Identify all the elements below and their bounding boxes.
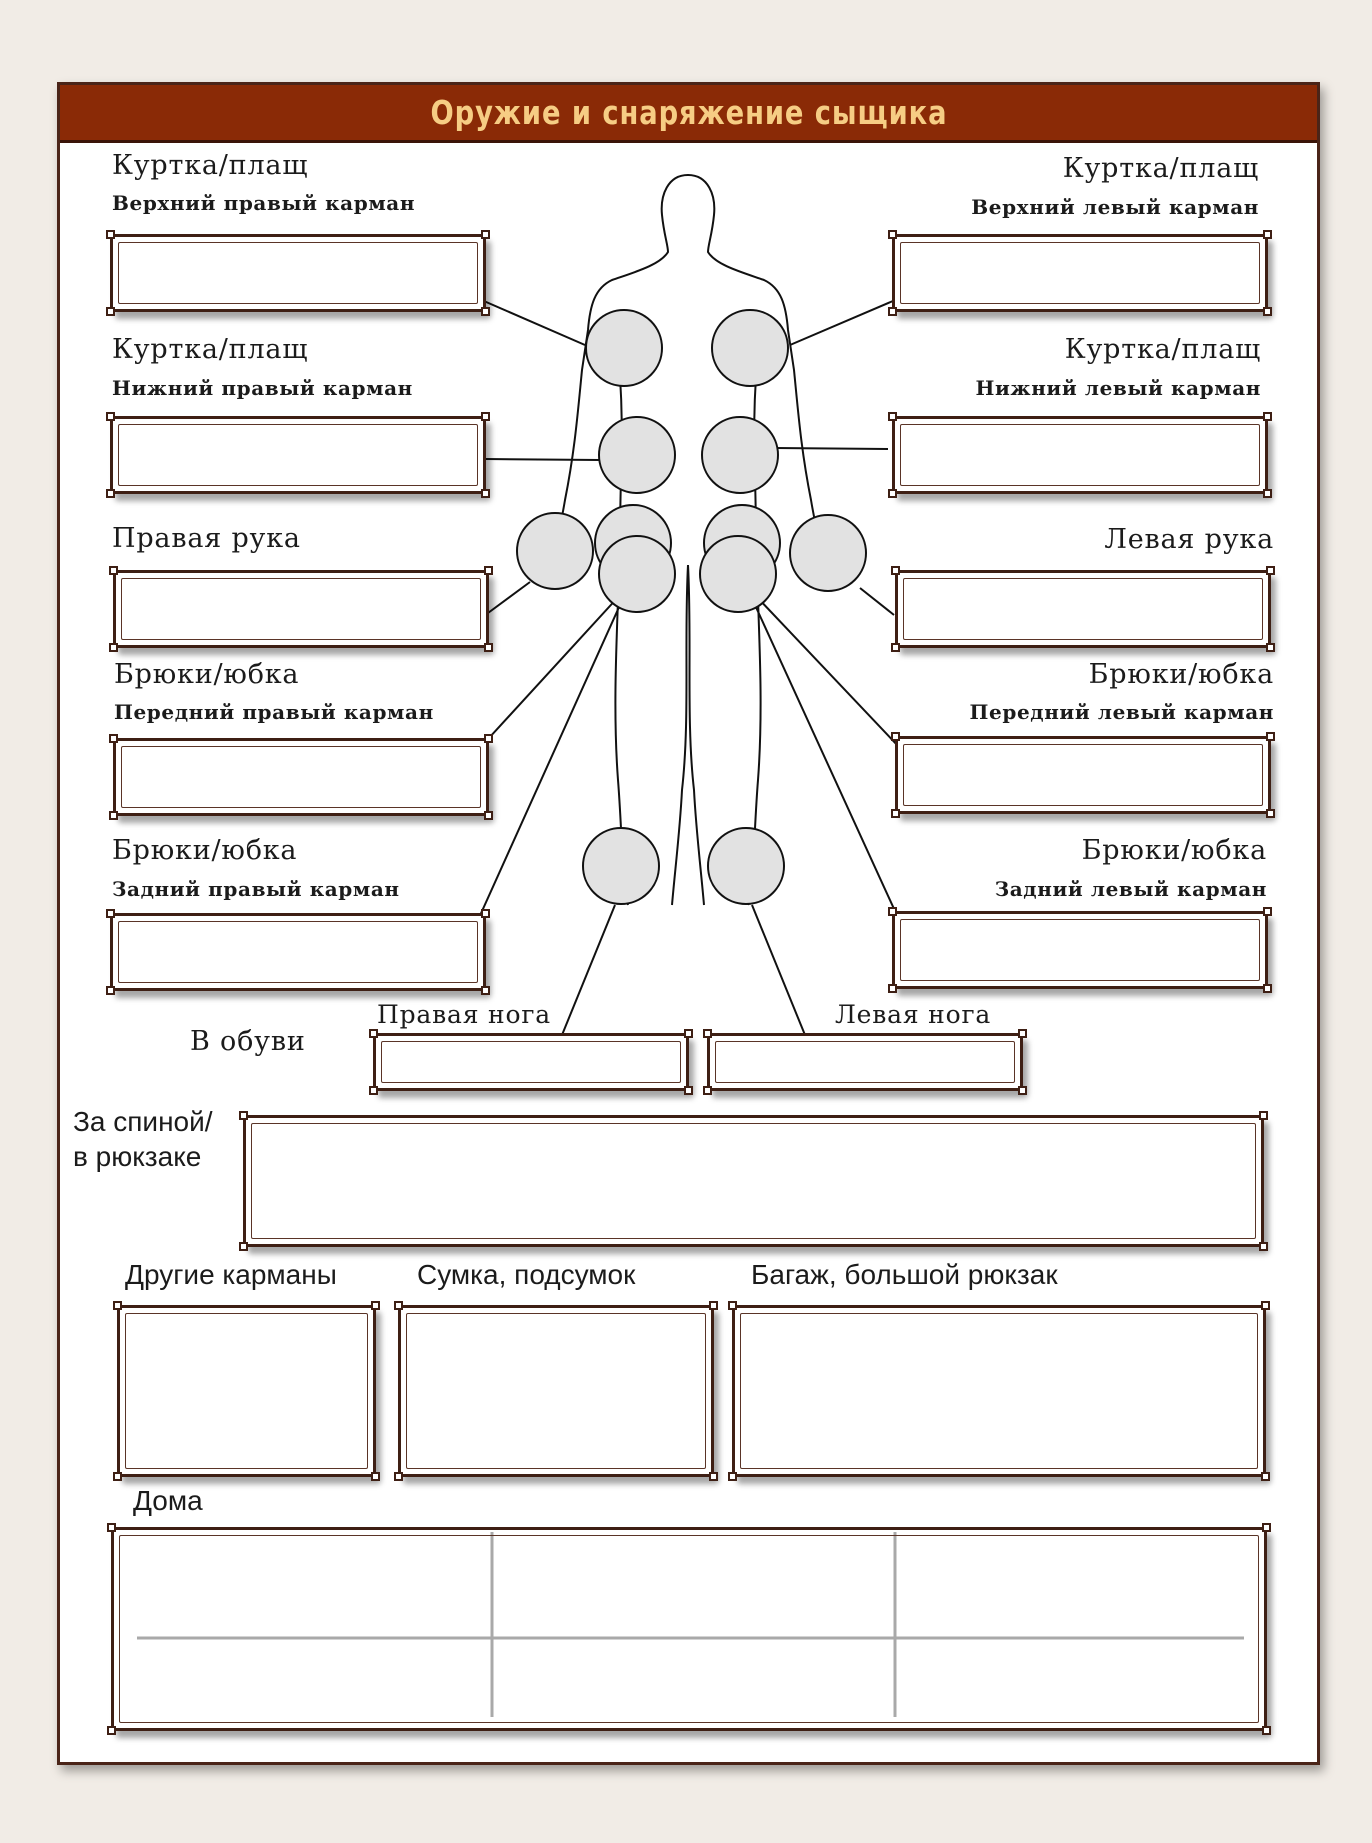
field-pants-front-right[interactable]: [109, 734, 493, 820]
field-right-leg[interactable]: [369, 1029, 693, 1095]
field-pants-back-right[interactable]: [106, 909, 490, 995]
sublabel-pants-back-right: Задний правый карман: [112, 877, 400, 901]
label-other-pockets: Другие карманы: [125, 1259, 337, 1290]
field-left-leg[interactable]: [703, 1029, 1027, 1095]
sublabel-pants-front-left: Передний левый карман: [969, 700, 1274, 724]
label-pants-front-left: Брюки/юбка: [1088, 659, 1274, 690]
sublabel-jacket-top-left: Верхний левый карман: [971, 195, 1259, 219]
field-pants-front-left[interactable]: [891, 732, 1275, 818]
field-luggage[interactable]: [728, 1301, 1270, 1481]
label-right-leg: Правая нога: [377, 1000, 551, 1029]
label-shoes: В обуви: [190, 1026, 306, 1057]
marker-jacket-bottom-left: [701, 416, 779, 494]
label-jacket-top-right: Куртка/плащ: [112, 150, 309, 181]
label-pants-front-right: Брюки/юбка: [114, 659, 300, 690]
field-bag[interactable]: [394, 1301, 718, 1481]
sublabel-jacket-bottom-left: Нижний левый карман: [975, 376, 1261, 400]
label-luggage: Багаж, большой рюкзак: [751, 1259, 1058, 1290]
label-jacket-bottom-left: Куртка/плащ: [1064, 334, 1261, 365]
connector-lines: [469, 294, 901, 1036]
label-jacket-bottom-right: Куртка/плащ: [112, 334, 309, 365]
marker-left-hand: [789, 514, 867, 592]
label-left-hand: Левая рука: [1104, 524, 1274, 555]
field-back[interactable]: [239, 1111, 1268, 1251]
page-title: Оружие и снаряжение сыщика: [429, 93, 948, 132]
marker-jacket-top-right: [585, 309, 663, 387]
marker-jacket-bottom-right: [598, 416, 676, 494]
label-left-leg: Левая нога: [835, 1000, 992, 1029]
label-pants-back-left: Брюки/юбка: [1081, 835, 1267, 866]
sublabel-pants-back-left: Задний левый карман: [994, 877, 1267, 901]
label-back-line2: в рюкзаке: [73, 1141, 202, 1172]
field-right-hand[interactable]: [109, 566, 493, 652]
label-bag: Сумка, подсумок: [417, 1259, 636, 1290]
marker-circles: [516, 309, 867, 905]
label-right-hand: Правая рука: [112, 523, 301, 554]
marker-left-leg: [707, 827, 785, 905]
field-pants-back-left[interactable]: [888, 907, 1272, 993]
label-jacket-top-left: Куртка/плащ: [1062, 153, 1259, 184]
home-grid-lines: [137, 1532, 1244, 1717]
field-other-pockets[interactable]: [113, 1301, 380, 1481]
label-pants-back-right: Брюки/юбка: [112, 835, 298, 866]
marker-pants-front-right: [598, 535, 676, 613]
field-jacket-bottom-left[interactable]: [888, 412, 1272, 498]
field-home[interactable]: [107, 1523, 1271, 1735]
field-jacket-top-left[interactable]: [888, 230, 1272, 316]
sublabel-jacket-top-right: Верхний правый карман: [112, 191, 416, 215]
label-back-line1: За спиной/: [73, 1106, 213, 1137]
field-left-hand[interactable]: [891, 566, 1275, 652]
field-jacket-bottom-right[interactable]: [106, 412, 490, 498]
marker-jacket-top-left: [711, 309, 789, 387]
sublabel-pants-front-right: Передний правый карман: [114, 700, 434, 724]
marker-right-hand: [516, 512, 594, 590]
field-jacket-top-right[interactable]: [106, 230, 490, 316]
title-bar: Оружие и снаряжение сыщика: [60, 85, 1317, 143]
label-home: Дома: [133, 1485, 203, 1516]
marker-pants-front-left: [699, 535, 777, 613]
sublabel-jacket-bottom-right: Нижний правый карман: [112, 376, 413, 400]
marker-right-leg: [582, 827, 660, 905]
